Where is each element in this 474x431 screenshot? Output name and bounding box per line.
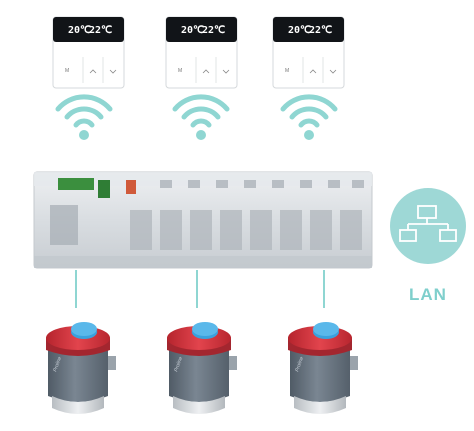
thermostat-display bbox=[53, 17, 124, 42]
target-temperature: 22℃ bbox=[309, 25, 332, 36]
down-arrow-icon[interactable] bbox=[109, 69, 117, 74]
terminal-block bbox=[98, 180, 110, 198]
thermostat-display bbox=[166, 17, 237, 42]
current-temperature: 20℃ bbox=[68, 25, 91, 36]
actuator-2: Proline bbox=[167, 322, 237, 414]
current-temperature: 20℃ bbox=[288, 25, 311, 36]
down-arrow-icon[interactable] bbox=[329, 69, 337, 74]
actuator-1: Proline bbox=[46, 322, 116, 414]
target-temperature: 22℃ bbox=[202, 25, 225, 36]
thermostat-display bbox=[273, 17, 344, 42]
terminal-block bbox=[58, 178, 94, 190]
mode-button[interactable]: M bbox=[285, 68, 289, 74]
wiring-center-icon bbox=[33, 171, 373, 269]
thermal-actuator-icon: Proline bbox=[167, 322, 237, 414]
thermal-actuator-icon: Proline bbox=[46, 322, 116, 414]
wifi-signal-icon bbox=[280, 94, 338, 140]
actuator-3: Proline bbox=[288, 322, 358, 414]
thermostat-1: 20℃ 22℃ M bbox=[52, 16, 125, 89]
svg-text:Proline: Proline bbox=[173, 356, 184, 373]
lan-label: LAN bbox=[409, 285, 447, 304]
up-arrow-icon[interactable] bbox=[89, 69, 97, 74]
svg-text:Proline: Proline bbox=[294, 356, 305, 373]
down-arrow-icon[interactable] bbox=[222, 69, 230, 74]
thermostat-2: 20℃ 22℃ M bbox=[165, 16, 238, 89]
up-arrow-icon[interactable] bbox=[202, 69, 210, 74]
up-arrow-icon[interactable] bbox=[309, 69, 317, 74]
current-temperature: 20℃ bbox=[181, 25, 204, 36]
svg-text:Proline: Proline bbox=[52, 356, 63, 373]
terminal-block bbox=[126, 180, 136, 194]
wifi-signal-icon bbox=[172, 94, 230, 140]
thermostat-3: 20℃ 22℃ M bbox=[272, 16, 345, 89]
connection-lines bbox=[75, 270, 325, 308]
target-temperature: 22℃ bbox=[89, 25, 112, 36]
wifi-signal-icon bbox=[55, 94, 113, 140]
mode-button[interactable]: M bbox=[65, 68, 69, 74]
thermal-actuator-icon: Proline bbox=[288, 322, 358, 414]
mode-button[interactable]: M bbox=[178, 68, 182, 74]
network-topology-icon bbox=[390, 188, 466, 264]
lan-network: LAN bbox=[390, 188, 466, 304]
